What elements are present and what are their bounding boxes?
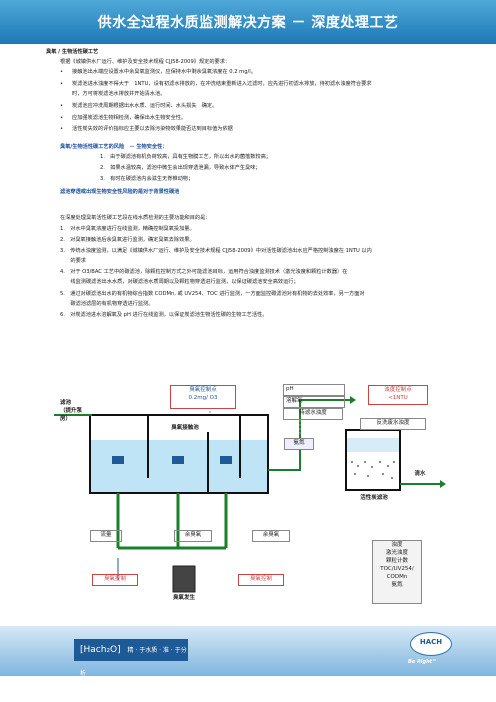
s1-bullet-1: 接触池出水端应设置水中余臭氧监测仪，应保持水中剩余臭氧浓度在 0.2 mg/l。 xyxy=(72,69,256,75)
residual-ozone-2: 余臭氧 xyxy=(252,530,290,542)
section1-title: 臭氧 / 生物活性碳工艺 xyxy=(46,49,99,55)
section2-title: 臭氧/生物活性碳工艺的风险 － 生物安全性： xyxy=(60,144,168,150)
turbidity-in-label: 待滤水浊度 xyxy=(283,408,343,420)
s3-item-3: 3. 传统水浊度监测，以满足《城镇供水厂运行、维护及安全技术规程 CJJ58-2… xyxy=(60,248,372,254)
flow-label: 流量 xyxy=(90,530,122,542)
hach-logo-text: HACH xyxy=(419,638,443,646)
s3-item-4-cont: 线监测碳滤池出水水质，对碳滤池水质周期以及颗粒物穿透进行监测，以保证碳滤池安全高… xyxy=(60,279,299,285)
s2-item-1: 1. 由于碳滤池有机负荷较高，具有生物膜工艺，所以出水的菌落数较高； xyxy=(100,154,271,160)
s1-bullet-dot: • xyxy=(60,126,64,132)
ozone-generator-icon xyxy=(172,565,196,593)
s1-bullet-dot: • xyxy=(60,115,64,121)
param-turbidity: 浊度 xyxy=(391,542,403,548)
hach-logo xyxy=(410,632,452,656)
page-header: 供水全过程水质监测解决方案 － 深度处理工艺 xyxy=(0,0,496,44)
clear-water-label: 清水 xyxy=(414,471,426,477)
footer-brand-mark: [Hach₂O] xyxy=(80,645,121,655)
parameters-box: 浊度 激光浊度 颗粒计数 TOC/UV254/ CODMn 氨氮 xyxy=(372,540,422,604)
contact-tank-label: 臭氧接触池 xyxy=(171,425,199,431)
s3-intro: 在深度处理臭氧活性碳工艺段在线水质检测的主要功能和目的是： xyxy=(60,215,211,221)
ph-label: pH xyxy=(283,384,345,396)
ozone-control-right: 臭氧控制 xyxy=(238,574,284,586)
s1-bullet-dot: • xyxy=(60,103,64,109)
do-label: 溶解氧 xyxy=(283,396,345,408)
s1-bullet-5: 活性炭失效的评价指标应主要以去除污染物效果能否达到目标值为依据 xyxy=(72,126,233,132)
s1-bullet-2: 炭滤池进水浊度不得大于 1NTU，设有初滤水排放的，在冲洗结束重新进入过滤时，应… xyxy=(72,81,372,87)
carbon-filter-label: 活性炭滤池 xyxy=(360,495,388,501)
param-ammonia: 氨氮 xyxy=(391,582,403,588)
s1-bullet-dot: • xyxy=(60,69,64,75)
page-footer: [Hach₂O] 精 · 于水质 · 准 · 于分析 HACH Be Right… xyxy=(0,626,496,702)
section1-intro: 根据《城镇供水厂运行、维护及安全技术规程 CJJ58-2009》规定的要求： xyxy=(60,59,231,65)
bubbles xyxy=(112,456,232,464)
turbidity-control-box: 浊度控制点 <1NTU xyxy=(368,385,428,405)
s1-bullet-dot: • xyxy=(60,81,64,87)
s1-bullet-4: 应加强炭滤池生物相检测，确保出水生物安全性。 xyxy=(72,115,187,121)
s2-item-2: 2. 如果水温较高，滤池中微生会出现穿透泄漏，导致水体产生臭味； xyxy=(100,165,261,171)
ozone-control-left: 臭氧控制 xyxy=(92,574,138,586)
ozone-generation-label: 臭氧发生 xyxy=(172,595,195,601)
s3-item-3-cont: 的要求 xyxy=(60,258,86,264)
ozone-control-box: 臭氧控制点 0.2mg/ O3 xyxy=(170,385,236,409)
filter-label: 滤池 （提升泵房） xyxy=(60,400,83,422)
ammonia-label: 氨氮 xyxy=(284,438,314,450)
param-laser-turbidity: 激光浊度 xyxy=(385,550,408,556)
s3-item-4: 4. 对于 O3/BAC 工艺中的碳滤池，除颗粒控制方式之外可能滤池目标，运用符… xyxy=(60,269,348,275)
contact-tank-water xyxy=(91,440,267,492)
residual-ozone-1: 余臭氧 xyxy=(174,530,212,542)
param-toc-uv254: TOC/UV254/ xyxy=(380,566,414,572)
param-particle-count: 颗粒计数 xyxy=(385,558,408,564)
footer-brand: [Hach₂O] 精 · 于水质 · 准 · 于分析 xyxy=(74,639,188,677)
s2-item-3: 3. 有时在碳滤池内会滋生无脊椎动物； xyxy=(100,176,194,182)
s3-item-5-cont: 碳滤池滤层的有机物穿透进行监测。 xyxy=(60,301,154,307)
s3-item-6: 6. 对炭滤池进水溶解氧及 pH 进行在线监测，以保证炭滤池生物活性碳的生物工艺… xyxy=(60,312,268,318)
backwash-label: 反洗废水浊度 xyxy=(360,418,426,430)
s1-bullet-3: 炭滤池应冲洗周期根据出水水质、运行时间、水头损失 确定。 xyxy=(72,103,218,109)
s3-item-1: 1. 对水中臭氧浓度进行在线监测，精确控制臭氧投加量。 xyxy=(60,226,195,232)
param-codmn: CODMn xyxy=(386,574,408,580)
s3-item-2: 2. 对臭氧接触池后余臭氧进行监测，确定臭氧去除效果。 xyxy=(60,237,195,243)
s2-footer: 滤池穿透或出现生物安全性风险的是对于背景性碳池 xyxy=(60,189,180,195)
s1-bullet-2-cont: 时，方可将炭滤池水排放并开始清水池。 xyxy=(72,91,166,97)
footer-tagline: Be Right™ xyxy=(408,659,438,665)
page-title: 供水全过程水质监测解决方案 － 深度处理工艺 xyxy=(97,15,399,31)
footer-brand-text: 精 · 于水质 · 准 · 于分析 xyxy=(80,647,187,677)
s3-item-5: 5. 通过对碳滤池出水的有机物综合指数 CODMn, 或 UV254、TOC 进… xyxy=(60,291,365,297)
